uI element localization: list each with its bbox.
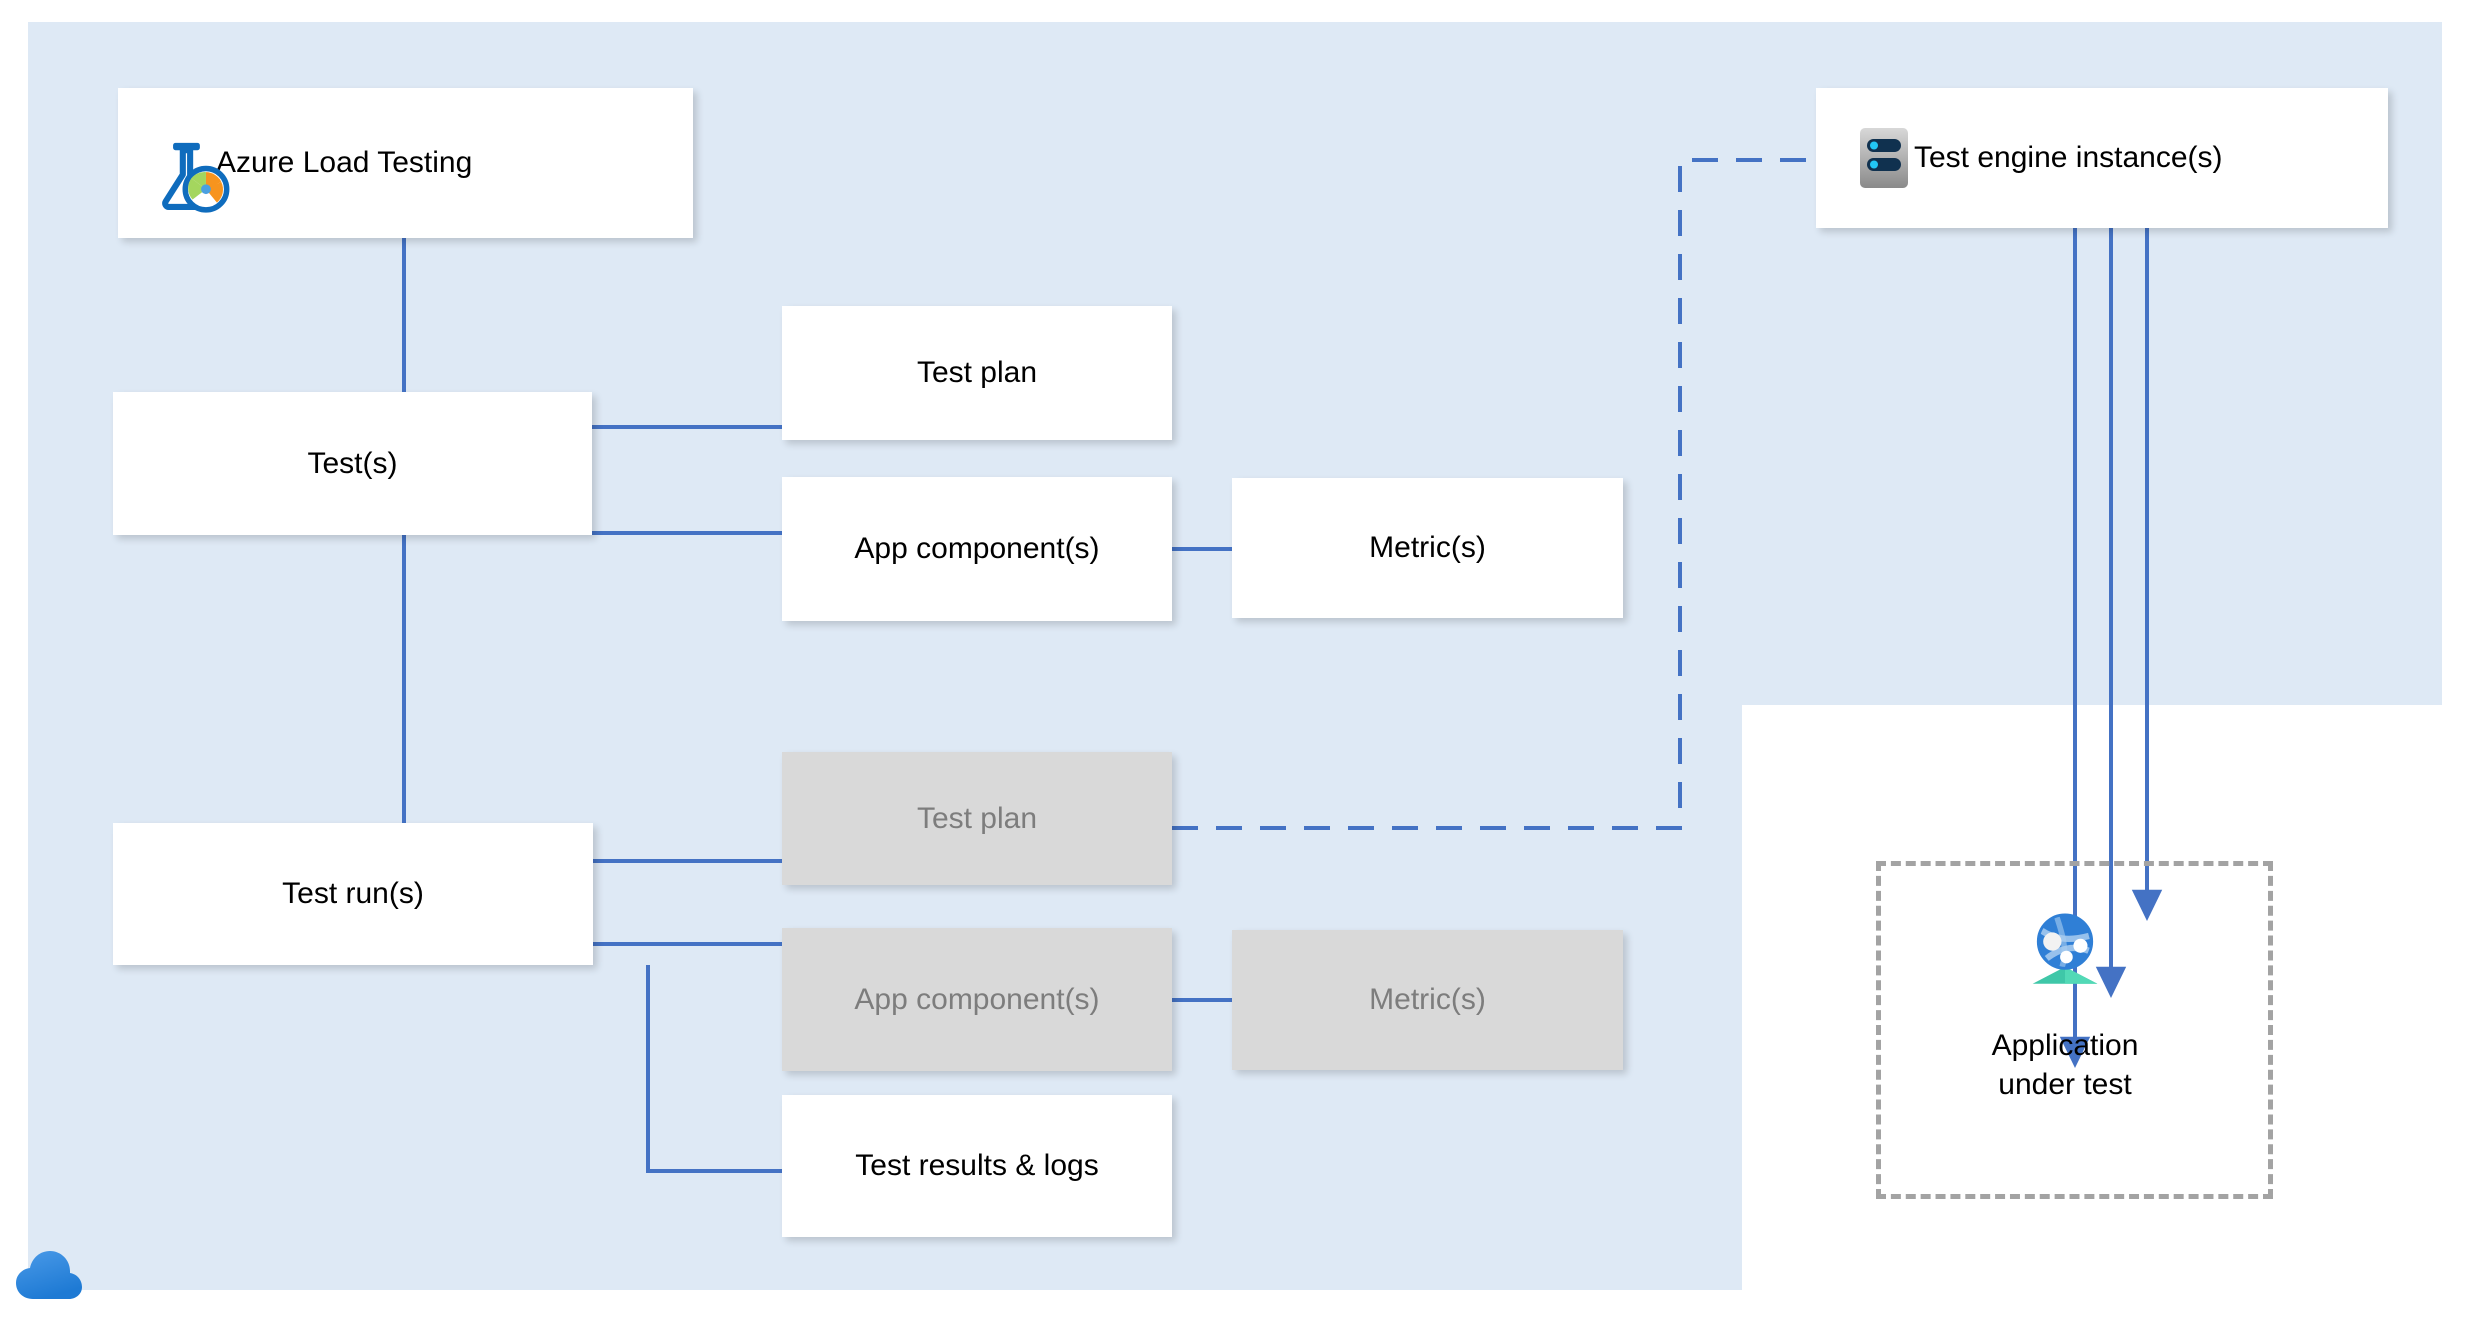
node-label-metrics: Metric(s): [1369, 531, 1486, 565]
node-azure-load-testing[interactable]: Azure Load Testing: [118, 88, 693, 238]
wire-testplan-snapshot-to-engines-dashed: [1172, 158, 1816, 830]
node-tests[interactable]: Test(s): [113, 392, 592, 535]
node-application-under-test[interactable]: Application under test: [1980, 905, 2150, 1104]
node-label-test-plan: Test plan: [916, 356, 1038, 390]
node-test-results-logs[interactable]: Test results & logs: [782, 1095, 1172, 1237]
wire-testruns-to-results: [646, 965, 782, 1173]
application-under-test-boundary: [1876, 861, 2273, 1199]
node-test-runs[interactable]: Test run(s): [113, 823, 593, 965]
server-instance-icon: [1854, 126, 1914, 190]
node-test-plan-snapshot[interactable]: Test plan: [782, 752, 1172, 885]
node-label-metrics-snapshot: Metric(s): [1369, 983, 1486, 1017]
node-label-test-runs: Test run(s): [282, 877, 424, 911]
node-label-application-under-test: Application under test: [1991, 1029, 2139, 1101]
node-test-plan[interactable]: Test plan: [782, 306, 1172, 440]
web-app-globe-icon: [2020, 905, 2110, 995]
node-label-test-results-logs: Test results & logs: [855, 1149, 1099, 1183]
node-label-test-engine-instances: Test engine instance(s): [1914, 141, 2223, 175]
azure-cloud-icon: [14, 1249, 84, 1301]
node-label-app-components: App component(s): [854, 532, 1100, 566]
node-metrics-snapshot[interactable]: Metric(s): [1232, 930, 1623, 1070]
node-app-components[interactable]: App component(s): [782, 477, 1172, 621]
node-label-app-components-snapshot: App component(s): [854, 982, 1100, 1016]
azure-load-testing-flask-icon: [156, 138, 234, 216]
node-app-components-snapshot[interactable]: App component(s): [782, 928, 1172, 1071]
node-label-tests: Test(s): [307, 446, 398, 480]
node-label-azure-load-testing: Azure Load Testing: [216, 146, 473, 180]
node-metrics[interactable]: Metric(s): [1232, 478, 1623, 618]
node-label-test-plan-snapshot: Test plan: [916, 801, 1038, 835]
node-test-engine-instances[interactable]: Test engine instance(s): [1816, 88, 2388, 228]
